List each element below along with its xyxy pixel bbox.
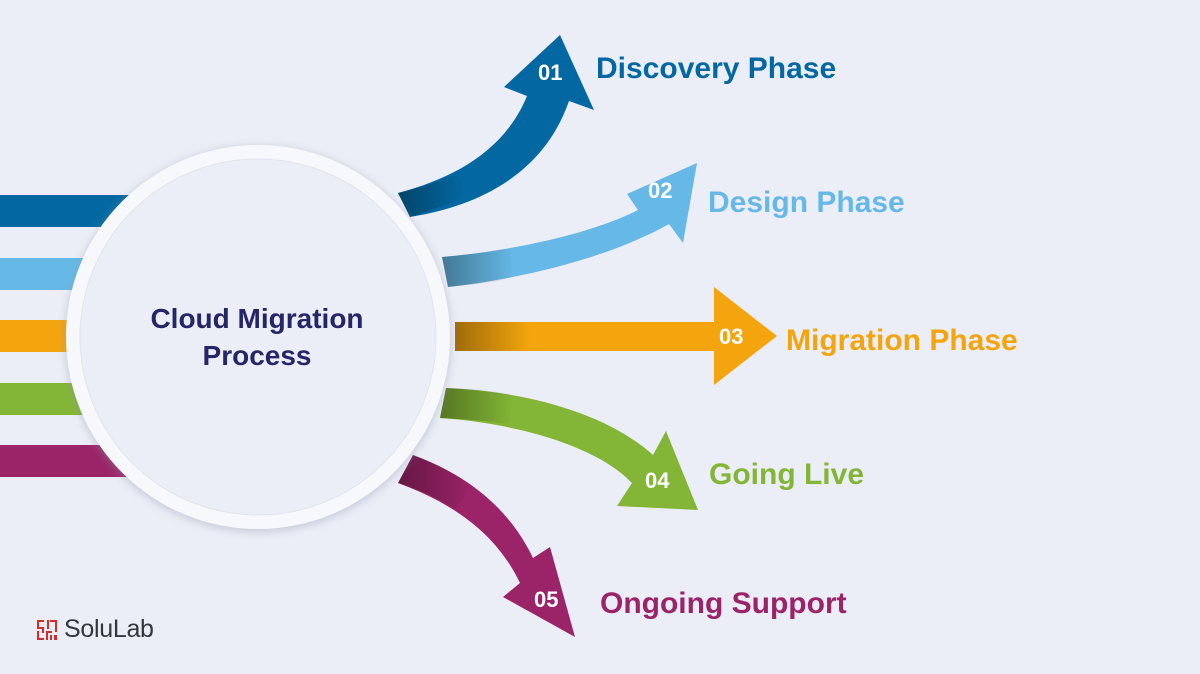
center-circle xyxy=(79,158,437,516)
phase-1-number: 01 xyxy=(538,60,563,85)
phase-arrow-4-shade xyxy=(440,388,514,424)
phase-arrow-2-shade xyxy=(442,249,514,287)
solulab-logo: SoluLab xyxy=(36,615,154,644)
phase-1-label: Discovery Phase xyxy=(596,52,837,85)
phase-arrow-1-shade xyxy=(398,173,466,217)
logo-text: SoluLab xyxy=(64,615,154,643)
phase-3-number: 03 xyxy=(719,324,744,349)
phase-5-number: 05 xyxy=(534,587,559,612)
phase-2-label: Design Phase xyxy=(708,186,905,219)
phase-4-label: Going Live xyxy=(709,458,865,491)
phase-arrow-1 xyxy=(398,35,594,217)
solulab-logo-icon xyxy=(37,619,57,640)
center-title-line-1: Cloud Migration xyxy=(150,303,364,334)
phase-4-number: 04 xyxy=(645,468,670,493)
phase-5-label: Ongoing Support xyxy=(600,587,847,620)
phase-arrow-5-shade xyxy=(398,455,472,509)
phase-2-number: 02 xyxy=(648,178,673,203)
phase-arrow-3 xyxy=(455,287,777,385)
center-title-line-2: Process xyxy=(202,340,312,371)
center-title: Cloud Migration Process xyxy=(77,300,437,374)
phase-3-label: Migration Phase xyxy=(786,324,1018,357)
phase-arrow-3-shade xyxy=(455,322,530,351)
